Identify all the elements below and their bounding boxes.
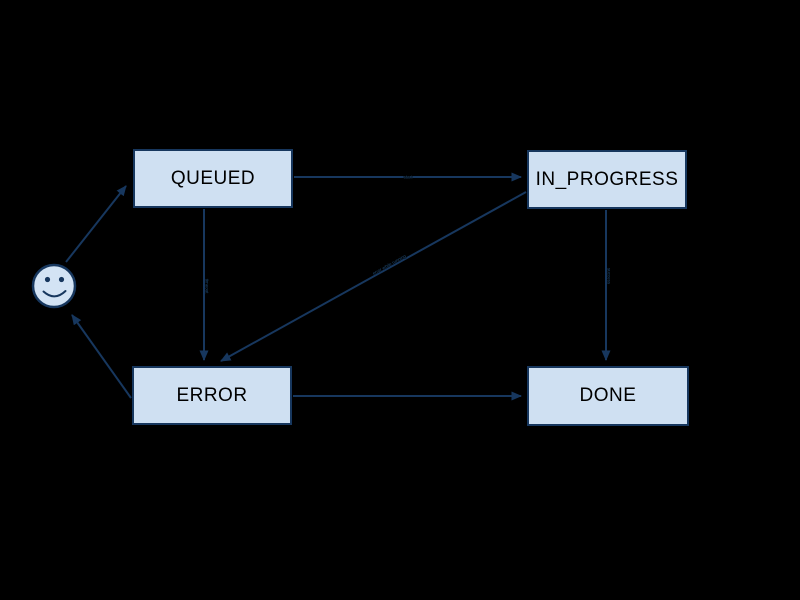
- edge-enqueue: [65, 185, 127, 263]
- edge-label-finish: success: [607, 268, 612, 285]
- node-done: DONE: [527, 366, 689, 426]
- edge-label-run-error: error while running: [372, 253, 407, 276]
- smiley-left-eye: [44, 276, 51, 283]
- smiley-right-eye: [58, 276, 65, 283]
- node-queued: QUEUED: [133, 149, 293, 208]
- edge-label-start: start: [404, 175, 414, 180]
- smiley-face-icon: [31, 263, 77, 309]
- node-error: ERROR: [132, 366, 292, 425]
- node-in-progress: IN_PROGRESS: [527, 150, 687, 209]
- smiley-mouth: [42, 290, 67, 298]
- edge-notify: [71, 314, 132, 399]
- edge-label-queued-error: timeout: [205, 279, 210, 295]
- edge-run-error: [220, 191, 527, 362]
